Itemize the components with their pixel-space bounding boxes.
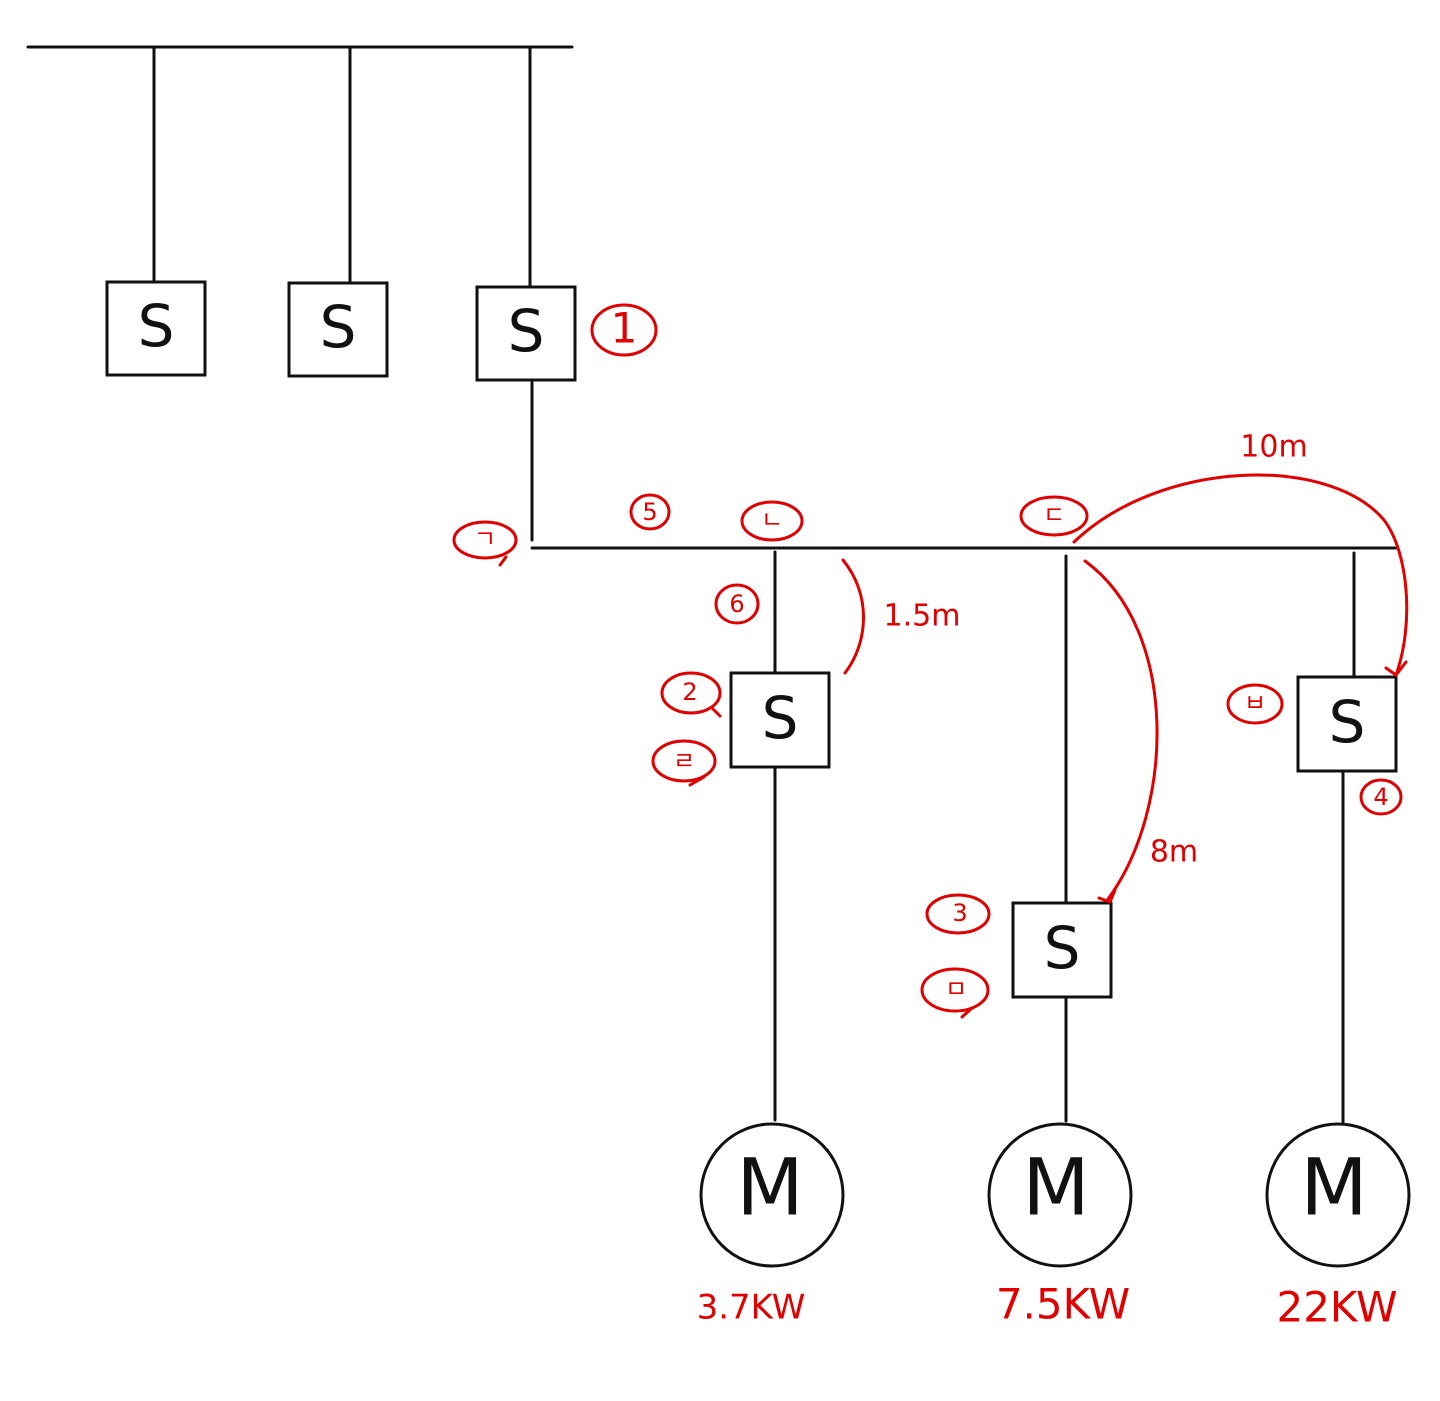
- marker-bieup: ㅂ: [1226, 683, 1284, 725]
- switch-symbol: S: [138, 292, 175, 360]
- marker-circle: [1226, 683, 1284, 725]
- red-annotations: 1 ㄱ 5 ㄴ ㄷ 6 2: [452, 303, 1409, 1332]
- marker-circle: [925, 893, 991, 935]
- switch-symbol: S: [320, 293, 357, 361]
- motor-circle: [699, 1122, 845, 1268]
- motor-3-rating: 22KW: [1276, 1283, 1397, 1332]
- switch-box: [105, 280, 207, 377]
- marker-circle: [1359, 778, 1403, 816]
- marker-rieul: ㄹ: [651, 739, 717, 787]
- marker-label: 1: [611, 304, 638, 353]
- distance-arrow-8m: [1083, 559, 1159, 901]
- distance-arrowhead-8m: [1097, 888, 1117, 904]
- motor-symbol: M: [736, 1143, 803, 1233]
- marker-label: 6: [729, 590, 744, 618]
- distance-arrow-10m: [1072, 473, 1409, 677]
- distance-label-1-5m: 1.5m: [884, 599, 961, 634]
- marker-5: 5: [629, 493, 671, 531]
- marker-circle: [651, 739, 717, 783]
- upper-switch-2: S: [287, 281, 389, 378]
- distance-label-8m: 8m: [1150, 835, 1198, 870]
- marker-label: ㄷ: [1043, 501, 1065, 529]
- motor-circle: [1265, 1122, 1411, 1268]
- switch-symbol: S: [508, 297, 545, 365]
- marker-label: 4: [1373, 783, 1388, 811]
- marker-label: 3: [952, 899, 967, 927]
- marker-tail: [688, 775, 706, 787]
- switch-symbol: S: [1044, 914, 1081, 982]
- marker-2: 2: [660, 671, 722, 718]
- marker-7: ㄱ: [452, 520, 518, 567]
- switch-box: [287, 281, 389, 378]
- switch-symbol: S: [1329, 688, 1366, 756]
- marker-tail: [960, 1006, 974, 1019]
- upper-distribution: S S S: [26, 45, 577, 382]
- switch-symbol: S: [762, 684, 799, 752]
- marker-circle: [452, 520, 518, 560]
- marker-label: ㄹ: [673, 747, 695, 775]
- motor-2: M: [987, 1122, 1133, 1268]
- motor-symbol: M: [1300, 1143, 1367, 1233]
- upper-switch-1: S: [105, 280, 207, 377]
- motor-3-switch: S: [1296, 675, 1398, 773]
- marker-6: 6: [714, 583, 760, 625]
- motor-1-rating: 3.7KW: [697, 1288, 806, 1328]
- marker-label: 2: [682, 678, 697, 706]
- switch-box: [1011, 901, 1113, 999]
- motor-symbol: M: [1022, 1143, 1089, 1233]
- marker-circle: [660, 671, 722, 715]
- motor-circle: [987, 1122, 1133, 1268]
- marker-circle: [590, 303, 658, 357]
- distance-arrowhead-10m: [1384, 660, 1408, 677]
- marker-1: 1: [590, 303, 658, 357]
- distance-label-10m: 10m: [1240, 430, 1307, 465]
- marker-circle: [740, 500, 804, 542]
- switch-box: [475, 285, 577, 382]
- marker-digeut: ㄷ: [1019, 495, 1089, 537]
- distance-bracket-1-5m: [841, 558, 865, 675]
- marker-label: ㄴ: [761, 506, 783, 534]
- marker-label: ㄱ: [474, 525, 496, 553]
- motor-1-switch: S: [729, 671, 831, 769]
- motor-2-switch: S: [1011, 901, 1113, 999]
- marker-label: ㅂ: [1244, 689, 1266, 717]
- motor-3: M: [1265, 1122, 1411, 1268]
- marker-3: 3: [925, 893, 991, 935]
- marker-label: 5: [642, 498, 657, 526]
- marker-circle: [1019, 495, 1089, 537]
- marker-circle: [920, 967, 990, 1013]
- marker-4: 4: [1359, 778, 1403, 816]
- motor-1: M: [699, 1122, 845, 1268]
- marker-tail: [710, 706, 722, 718]
- marker-circle: [714, 583, 760, 625]
- upper-switch-3: S: [475, 285, 577, 382]
- branch-distribution: S S S M M M: [530, 379, 1411, 1268]
- marker-nieun: ㄴ: [740, 500, 804, 542]
- motor-2-rating: 7.5KW: [996, 1280, 1130, 1329]
- switch-box: [729, 671, 831, 769]
- marker-tail: [498, 555, 508, 567]
- marker-circle: [629, 493, 671, 531]
- marker-label: ㅁ: [945, 975, 967, 1003]
- switch-box: [1296, 675, 1398, 773]
- marker-mieum: ㅁ: [920, 967, 990, 1019]
